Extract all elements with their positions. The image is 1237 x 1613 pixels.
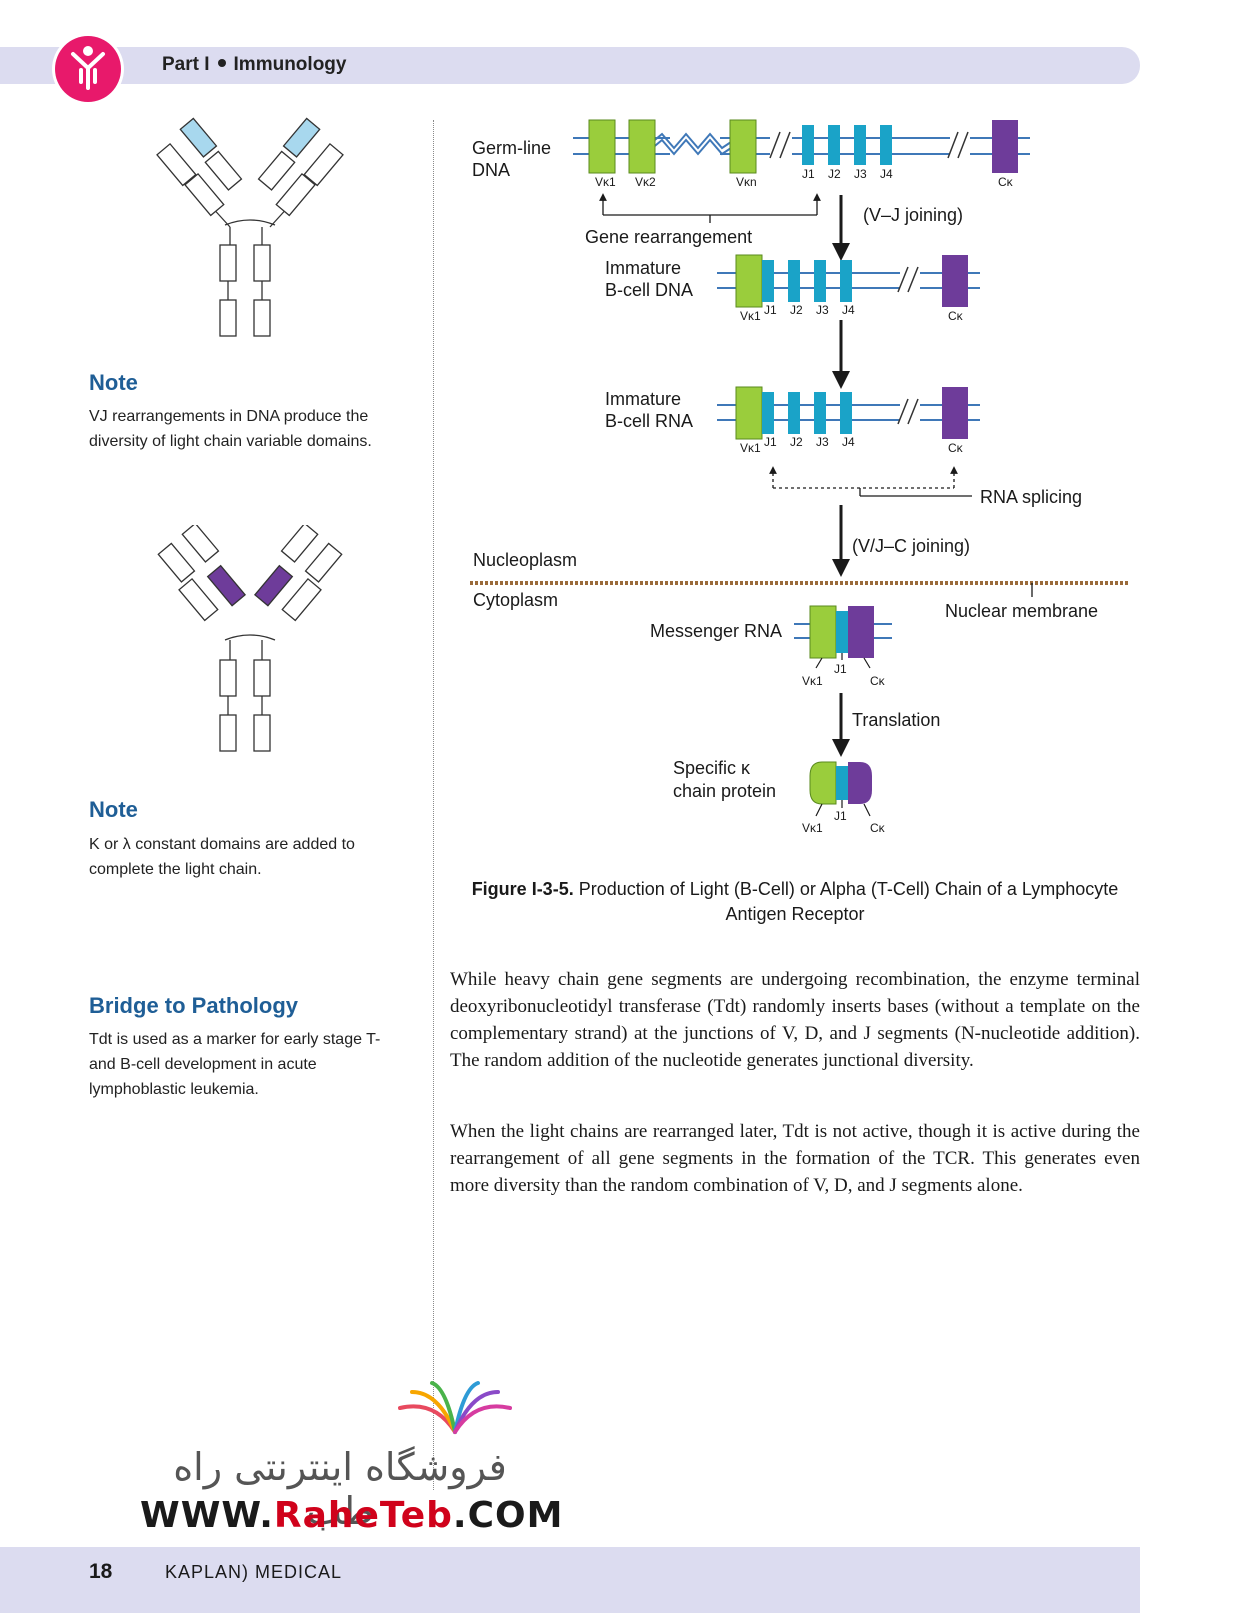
immature-rna-label-2: B-cell RNA (605, 411, 693, 431)
page-number: 18 (89, 1560, 113, 1583)
segment-j2-rna: J2 (790, 435, 803, 449)
bridge-title: Bridge to Pathology (89, 993, 298, 1018)
vjc-joining-label: (V/J–C joining) (852, 536, 970, 556)
segment-vk1-mrna: Vκ1 (802, 674, 823, 688)
rna-splicing-label: RNA splicing (980, 487, 1082, 507)
immature-dna-label-2: B-cell DNA (605, 280, 693, 300)
nucleoplasm-label: Nucleoplasm (473, 550, 577, 570)
protein-label-1: Specific κ (673, 758, 751, 778)
segment-j3-dna: J3 (816, 303, 829, 317)
segment-vk1-rna: Vκ1 (740, 441, 761, 455)
bullet-dot (217, 59, 226, 67)
segment-vk1-protein: Vκ1 (802, 821, 823, 835)
figure-caption: Figure I-3-5. Production of Light (B-Cel… (470, 877, 1120, 927)
segment-j3-germline: J3 (854, 167, 867, 181)
publisher-name: KAPLAN) MEDICAL (165, 1562, 343, 1582)
body-paragraph-2: When the light chains are rearranged lat… (450, 1121, 1140, 1196)
note-body-2: K or λ constant domains are added to com… (89, 836, 355, 878)
watermark-url-prefix: WWW. (140, 1495, 274, 1536)
segment-ck-mrna: Cκ (870, 674, 886, 688)
segment-j4-germline: J4 (880, 167, 893, 181)
germline-label-1: Germ-line (472, 138, 551, 158)
footer-band (0, 1547, 1140, 1613)
segment-j1-germline: J1 (802, 167, 815, 181)
column-divider (433, 120, 434, 1490)
header-band (0, 47, 1140, 84)
watermark-url: WWW.RaheTeb.COM (140, 1495, 563, 1536)
cytoplasm-label: Cytoplasm (473, 590, 558, 610)
messenger-rna-label: Messenger RNA (650, 621, 782, 641)
antibody-diagram-constant (157, 525, 343, 752)
figure-caption-label: Figure I-3-5. (471, 879, 574, 899)
nuclear-membrane-label: Nuclear membrane (945, 601, 1098, 621)
bridge-body: Tdt is used as a marker for early stage … (89, 1031, 381, 1098)
segment-j4-rna: J4 (842, 435, 855, 449)
segment-j1-protein: J1 (834, 809, 847, 823)
light-chain-figure: Germ-line DNA Vκ1 Vκ2 Vκn J1 J2 J3 J4 Cκ… (470, 119, 1130, 835)
note-body-1: VJ rearrangements in DNA produce the div… (89, 408, 372, 450)
segment-ck-protein: Cκ (870, 821, 886, 835)
segment-ck-dna: Cκ (948, 309, 964, 323)
note-title-1: Note (89, 370, 138, 395)
segment-j4-dna: J4 (842, 303, 855, 317)
figure-caption-text: Production of Light (B-Cell) or Alpha (T… (578, 879, 1119, 924)
protein-label-2: chain protein (673, 781, 776, 801)
part-label: Part I (162, 54, 210, 75)
chapter-label: Immunology (233, 54, 347, 75)
segment-vk2-germline: Vκ2 (635, 175, 656, 189)
gene-rearrangement-label: Gene rearrangement (585, 227, 752, 247)
segment-j2-dna: J2 (790, 303, 803, 317)
immature-dna-label-1: Immature (605, 258, 681, 278)
watermark-url-brand: RaheTeb (273, 1495, 453, 1536)
segment-j1-mrna: J1 (834, 662, 847, 676)
segment-vk1-dna: Vκ1 (740, 309, 761, 323)
segment-vkn-germline: Vκn (736, 175, 757, 189)
antibody-diagram-variable (156, 117, 344, 337)
segment-ck-rna: Cκ (948, 441, 964, 455)
watermark-persian: فروشگاه اینترنتی راه طب (173, 1445, 507, 1533)
vj-joining-label: (V–J joining) (863, 205, 963, 225)
watermark-url-suffix: .COM (452, 1495, 564, 1536)
segment-j1-dna: J1 (764, 303, 777, 317)
segment-j3-rna: J3 (816, 435, 829, 449)
running-head: Part I Immunology (162, 54, 346, 76)
translation-label: Translation (852, 710, 940, 730)
segment-j2-germline: J2 (828, 167, 841, 181)
note-title-2: Note (89, 797, 138, 822)
body-paragraph-1: While heavy chain gene segments are unde… (450, 969, 1140, 1071)
immunology-logo-icon (55, 36, 121, 102)
book-logo-icon (398, 1381, 512, 1434)
germline-label-2: DNA (472, 160, 510, 180)
segment-j1-rna: J1 (764, 435, 777, 449)
segment-vk1-germline: Vκ1 (595, 175, 616, 189)
segment-ck-germline: Cκ (998, 175, 1014, 189)
immature-rna-label-1: Immature (605, 389, 681, 409)
